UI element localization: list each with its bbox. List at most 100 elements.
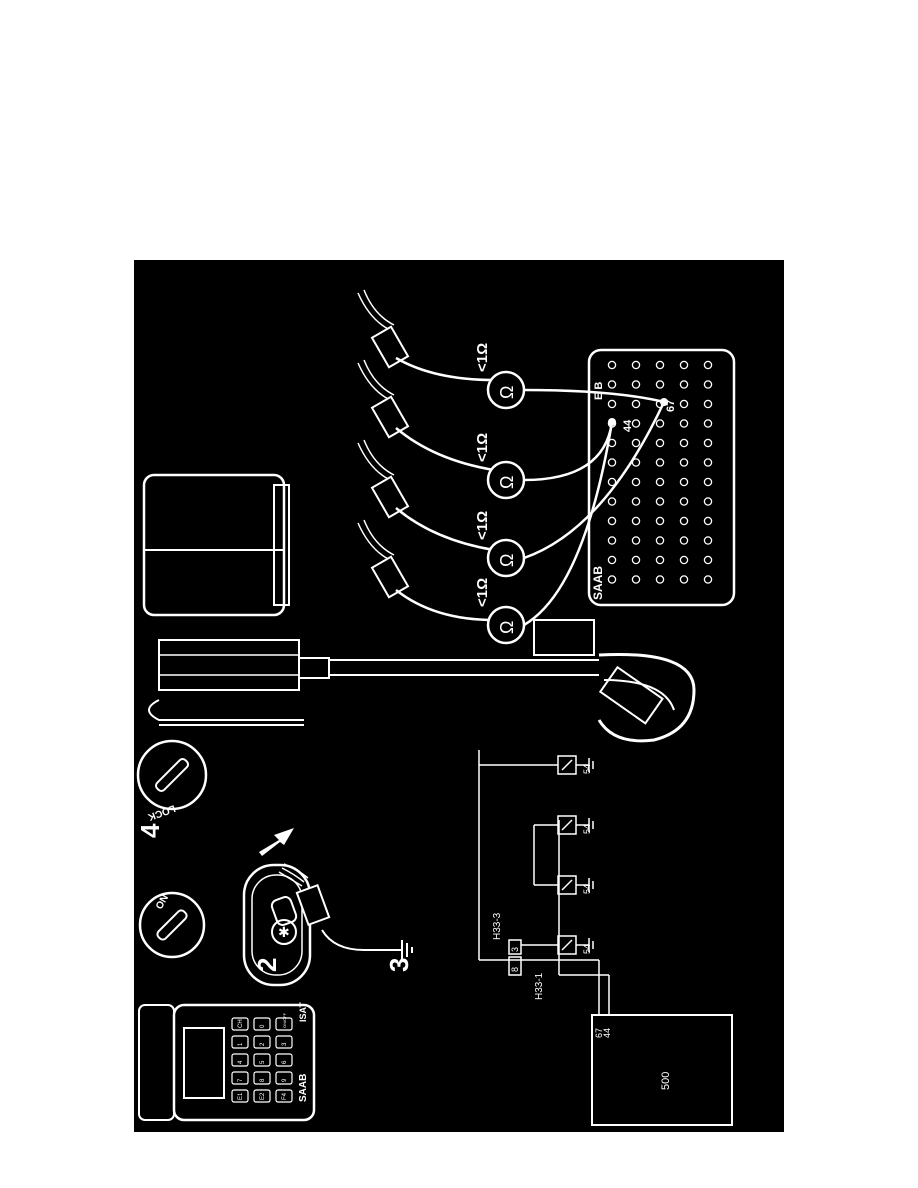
schematic-pin-67: 67 <box>594 1028 604 1038</box>
tester-key-label: CH <box>238 1019 244 1028</box>
tester-key-label: 1 <box>238 1042 244 1046</box>
pin-hole <box>655 438 665 448</box>
connector-h33-3 <box>508 939 522 955</box>
tester-key <box>275 1017 293 1031</box>
ohmmeter-group: Ω <1Ω Ω <1Ω Ω <1Ω <box>357 289 666 645</box>
tester-key <box>275 1089 293 1103</box>
ignition-switch-on: ON <box>138 891 206 959</box>
ohm-symbol-1: Ω <box>497 386 517 399</box>
pin-hole <box>655 360 665 370</box>
tester-key <box>253 1035 271 1049</box>
tester-key <box>231 1017 249 1031</box>
schematic-unit-label: 500 <box>660 1072 672 1090</box>
connector-h33-3-pin: 3 <box>510 947 520 952</box>
pin-hole <box>607 399 617 409</box>
tester-model: ISAT <box>298 1002 308 1022</box>
tester-key <box>231 1071 249 1085</box>
ohm-reading-3: <1Ω <box>474 511 491 540</box>
ignition-switch-lock: LOCK <box>136 739 208 822</box>
pin-hole <box>655 419 665 428</box>
tester-display <box>183 1027 225 1099</box>
ohm-symbol-4: Ω <box>497 621 517 634</box>
pin-67-label: 67 <box>665 400 677 412</box>
pin-hole <box>631 477 641 487</box>
gear-selector: ✱ <box>242 828 312 987</box>
tester-key <box>253 1089 271 1103</box>
pin-hole <box>631 438 641 448</box>
pin-hole <box>631 380 641 389</box>
pin-hole <box>631 516 641 526</box>
pin-hole <box>679 360 689 370</box>
pin-44-label: 44 <box>622 419 634 432</box>
pin-hole <box>679 477 689 487</box>
pin-hole <box>631 497 641 506</box>
ground-icon <box>401 940 413 960</box>
pin-hole <box>607 536 617 545</box>
pin-hole <box>631 360 641 370</box>
wiring-schematic: 500 67 44 H33-1 8 H33-3 3 54 54 54 <box>478 750 733 1126</box>
switch-label-1: 54 <box>582 944 592 954</box>
ohm-symbol-3: Ω <box>497 554 517 567</box>
switch-label-4: 54 <box>582 764 592 774</box>
pin-hole <box>631 555 641 565</box>
pin-panel: SAAB E B 44 67 <box>587 348 736 607</box>
pin-hole <box>655 380 665 389</box>
pin-hole <box>655 575 665 584</box>
pin-hole <box>631 399 641 409</box>
tester-key <box>231 1053 249 1067</box>
pin-hole <box>703 380 713 389</box>
ignition-lock-label: LOCK <box>146 802 177 822</box>
arrow-icon <box>259 828 294 856</box>
pin-hole <box>679 399 689 409</box>
pin-hole <box>607 458 617 467</box>
pin-panel-brand: SAAB <box>591 566 605 600</box>
tester-key-label: 2 <box>260 1042 266 1046</box>
tester-key-label: 3 <box>282 1042 288 1046</box>
connector-h33-1-label: H33-1 <box>534 972 545 1000</box>
tester-key-label: E2 <box>260 1092 266 1100</box>
measurement-3: Ω <1Ω <box>357 401 666 578</box>
tester-brand: SAAB <box>298 1074 309 1102</box>
pin-hole <box>607 360 617 370</box>
pin-hole <box>679 497 689 506</box>
pin-hole <box>703 477 713 487</box>
pin-hole <box>655 477 665 487</box>
pin-hole <box>631 419 641 428</box>
tester-key-label: 6 <box>282 1060 288 1064</box>
pin-hole <box>703 497 713 506</box>
connector-h33-3-label: H33-3 <box>492 912 503 940</box>
connector-h33-1 <box>508 956 522 976</box>
pin-hole <box>703 575 713 584</box>
measurement-4: Ω <1Ω <box>357 421 614 645</box>
connector-h33-1-pin: 8 <box>510 967 520 972</box>
ohm-reading-4: <1Ω <box>474 578 491 607</box>
pin-hole <box>703 516 713 526</box>
tester-key <box>231 1089 249 1103</box>
tester-key-label: E1 <box>238 1092 244 1100</box>
pin-hole <box>703 555 713 565</box>
tester-key <box>275 1053 293 1067</box>
pin-hole <box>679 555 689 565</box>
pin-hole <box>607 555 617 565</box>
pin-hole <box>703 536 713 545</box>
pin-hole <box>703 458 713 467</box>
pin-hole <box>679 458 689 467</box>
ohm-symbol-2: Ω <box>497 476 517 489</box>
ohm-reading-2: <1Ω <box>474 433 491 462</box>
tester-key <box>253 1071 271 1085</box>
tester-key <box>231 1035 249 1049</box>
pin-hole <box>631 536 641 545</box>
main-cable <box>298 619 696 743</box>
pin-hole <box>703 360 713 370</box>
pin-hole <box>655 555 665 565</box>
tester-key-label: 5 <box>260 1060 266 1064</box>
ground-connector <box>278 863 413 960</box>
tester-key <box>253 1053 271 1067</box>
tester-key-label: 9 <box>282 1078 288 1082</box>
pin-hole <box>631 575 641 584</box>
pin-grid <box>607 360 713 584</box>
pin-hole <box>655 516 665 526</box>
tester-key-label: 8 <box>260 1078 266 1082</box>
